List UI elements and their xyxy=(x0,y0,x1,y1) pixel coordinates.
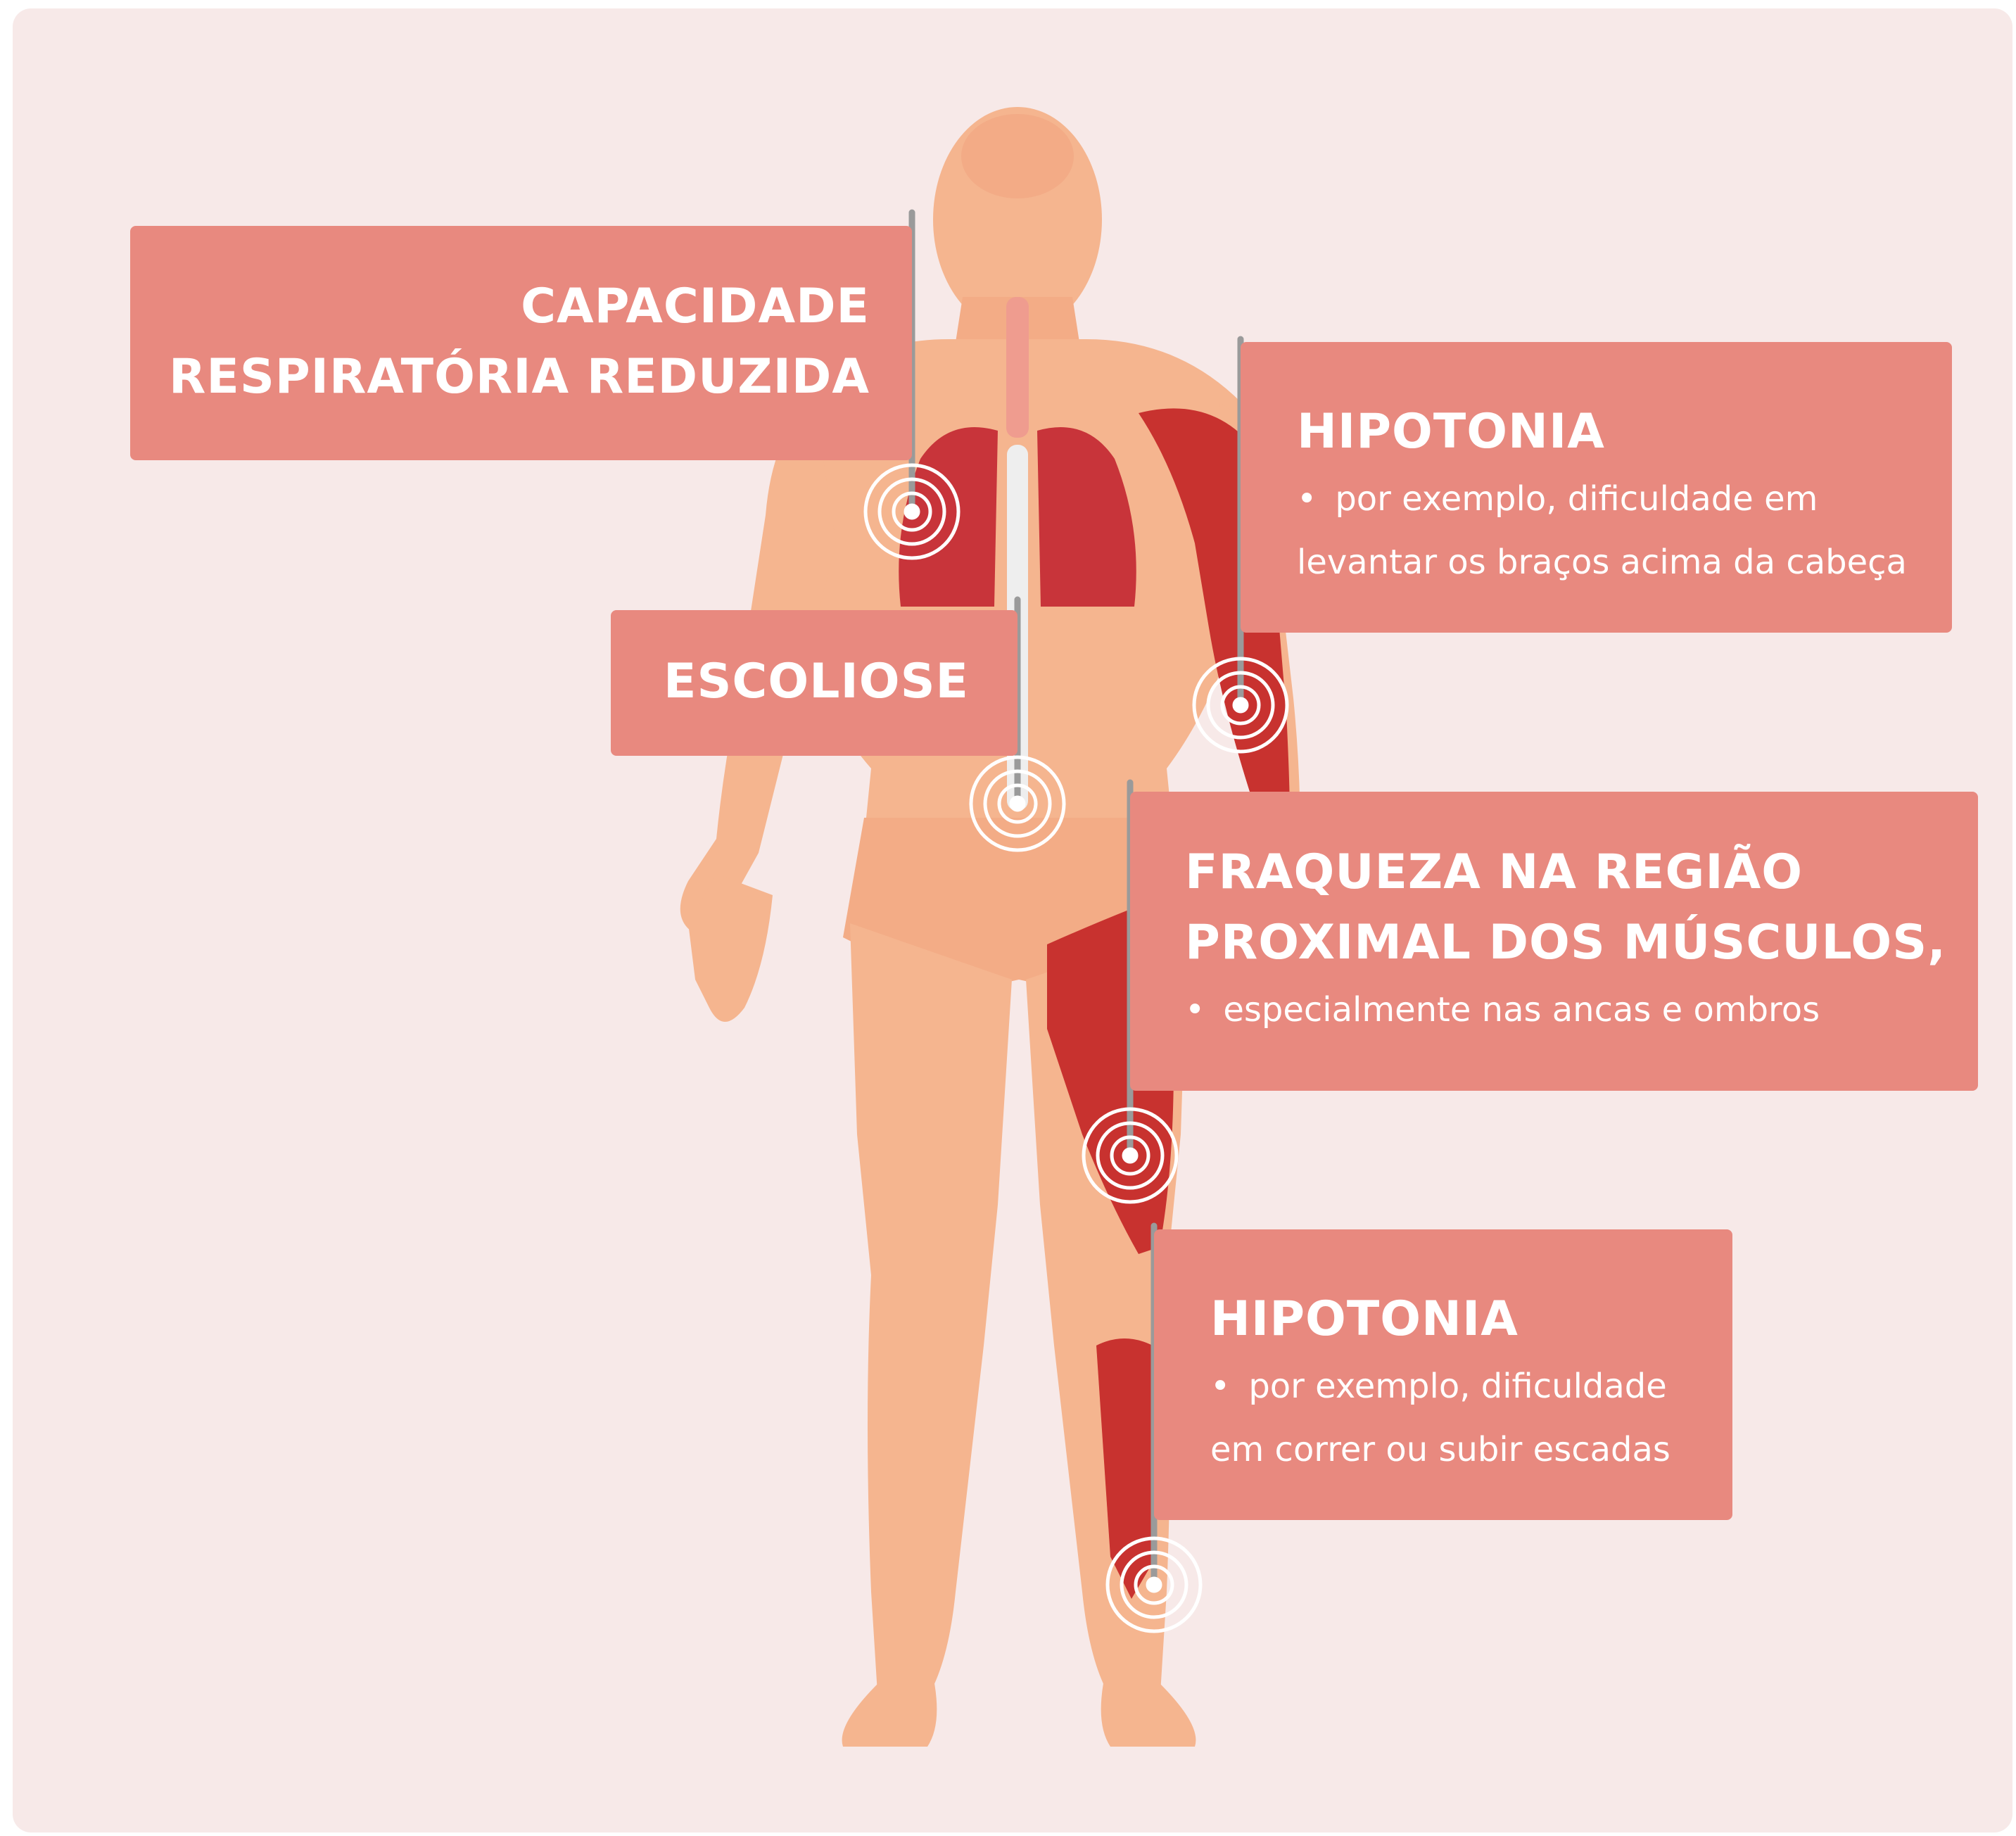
label-box-proximal-weakness: FRAQUEZA NA REGIÃO PROXIMAL DOS MÚSCULOS… xyxy=(1130,792,1978,1091)
target-scoliosis xyxy=(969,755,1066,852)
target-calf xyxy=(1105,1536,1203,1633)
arm-hypotonia-bullet-line-1: por exemplo, dificuldade em xyxy=(1297,467,1952,531)
human-body-illustration xyxy=(680,107,1300,1747)
target-thigh xyxy=(1082,1107,1179,1204)
left-lung xyxy=(899,427,998,607)
right-foot xyxy=(1101,1683,1196,1747)
arm-hypotonia-bullet-line-2: levantar os braços acima da cabeça xyxy=(1297,543,1907,582)
right-lung xyxy=(1037,427,1136,607)
label-title-proximal-weakness: FRAQUEZA NA REGIÃO PROXIMAL DOS MÚSCULOS… xyxy=(1185,837,1978,978)
label-title-leg-hypotonia: HIPOTONIA xyxy=(1210,1284,1732,1355)
label-box-breathing: CAPACIDADE RESPIRATÓRIA REDUZIDA xyxy=(130,226,912,460)
diagram-panel: CAPACIDADE RESPIRATÓRIA REDUZIDA ESCOLIO… xyxy=(13,8,2012,1832)
label-box-arm-hypotonia: HIPOTONIA por exemplo, dificuldade em le… xyxy=(1241,342,1952,633)
proximal-weakness-title-line-1: FRAQUEZA NA REGIÃO xyxy=(1185,844,1803,900)
label-box-leg-hypotonia: HIPOTONIA por exemplo, dificuldade em co… xyxy=(1154,1229,1732,1520)
leg-hypotonia-bullet-line-1: por exemplo, dificuldade xyxy=(1210,1355,1732,1418)
leg-hypotonia-title: HIPOTONIA xyxy=(1210,1291,1519,1347)
left-hand xyxy=(688,874,773,1022)
target-arm xyxy=(1192,657,1289,754)
target-breathing xyxy=(863,463,961,560)
left-foot xyxy=(842,1683,937,1747)
proximal-weakness-title-line-2: PROXIMAL DOS MÚSCULOS, xyxy=(1185,915,1947,970)
leg-hypotonia-bullet-line-2: em correr ou subir escadas xyxy=(1210,1430,1671,1469)
label-box-scoliosis: ESCOLIOSE xyxy=(611,610,1017,756)
proximal-weakness-bullet-line-1: especialmente nas ancas e ombros xyxy=(1185,978,1978,1042)
head-muscle xyxy=(961,114,1074,198)
calf-muscles xyxy=(1096,1338,1156,1599)
label-bullet-proximal-weakness: especialmente nas ancas e ombros xyxy=(1185,978,1978,1042)
left-leg xyxy=(850,923,1012,1704)
label-title-breathing: CAPACIDADE RESPIRATÓRIA REDUZIDA xyxy=(130,272,870,412)
label-title-arm-hypotonia: HIPOTONIA xyxy=(1297,397,1952,467)
breathing-title-line-2: RESPIRATÓRIA REDUZIDA xyxy=(169,349,870,405)
label-bullet-arm-hypotonia: por exemplo, dificuldade em levantar os … xyxy=(1297,467,1952,594)
label-bullet-leg-hypotonia: por exemplo, dificuldade em correr ou su… xyxy=(1210,1355,1732,1481)
arm-hypotonia-title: HIPOTONIA xyxy=(1297,404,1605,460)
scoliosis-title: ESCOLIOSE xyxy=(664,654,969,709)
label-title-scoliosis: ESCOLIOSE xyxy=(664,647,1017,717)
breathing-title-line-1: CAPACIDADE xyxy=(521,279,870,334)
trachea xyxy=(1006,297,1029,438)
